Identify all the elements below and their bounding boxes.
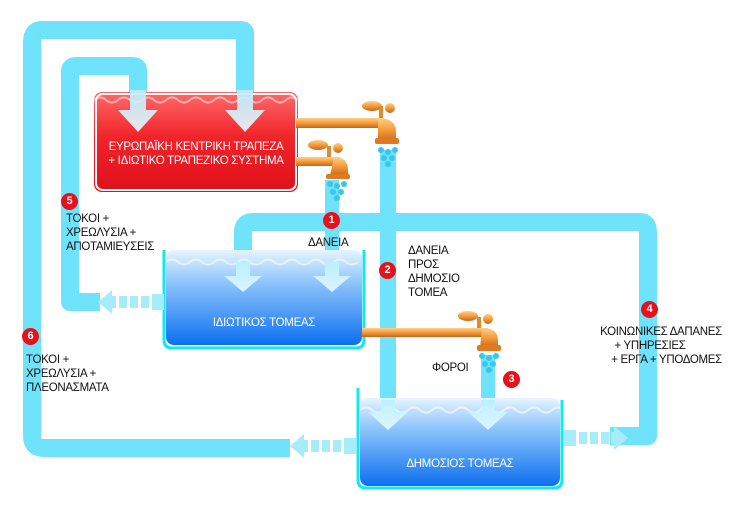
arrow-out-private-left — [98, 290, 164, 314]
central-bank-label: ΕΥΡΩΠΑΪΚΗ ΚΕΝΤΡΙΚΗ ΤΡΑΠΕΖΑ + ΙΔΙΩΤΙΚΟ ΤΡ… — [96, 140, 296, 168]
flow-1-badge: 1 — [323, 212, 340, 229]
faucet-taxes — [362, 311, 501, 373]
flow-4-label: ΚΟΙΝΩΝΙΚΕΣ ΔΑΠΑΝΕΣ + ΥΠΗΡΕΣΙΕΣ + ΕΡΓΑ + … — [570, 325, 722, 367]
central-bank-label-line1: ΕΥΡΩΠΑΪΚΗ ΚΕΝΤΡΙΚΗ ΤΡΑΠΕΖΑ — [108, 141, 284, 153]
arrow-into-central-bank-right — [225, 90, 265, 132]
flow-2-line: ΔΗΜΟΣΙΟ — [408, 273, 460, 285]
arrow-out-public-right — [564, 426, 628, 450]
flow-4-line: + ΥΠΗΡΕΣΙΕΣ — [614, 340, 686, 352]
flow-2-line: ΔΑΝΕΙΑ — [408, 245, 449, 257]
flow-2-badge: 2 — [379, 262, 396, 279]
pipe-loop-public-private — [234, 213, 657, 445]
flow-2-label: ΔΑΝΕΙΑ ΠΡΟΣ ΔΗΜΟΣΙΟ ΤΟΜΕΑ — [408, 244, 460, 300]
arrow-into-public-right — [468, 400, 508, 430]
flow-5-label: ΤΟΚΟΙ + ΧΡΕΩΛΥΣΙΑ + ΑΠΟΤΑΜΙΕΥΣΕΙΣ — [66, 212, 154, 254]
flow-5-line: ΤΟΚΟΙ + — [66, 213, 110, 225]
arrow-into-private-left — [224, 262, 262, 292]
public-sector-label: ΔΗΜΟΣΙΟΣ ΤΟΜΕΑΣ — [406, 458, 514, 470]
flow-4-line: + ΕΡΓΑ + ΥΠΟΔΟΜΕΣ — [611, 354, 722, 366]
arrow-out-public-left — [290, 434, 356, 458]
flow-6-label: ΤΟΚΟΙ + ΧΡΕΩΛΥΣΙΑ + ΠΛΕΟΝΑΣΜΑΤΑ — [26, 353, 109, 395]
private-sector-label: ΙΔΙΩΤΙΚΟΣ ΤΟΜΕΑΣ — [212, 317, 316, 329]
faucet-loans-to-private — [296, 140, 350, 201]
flow-5-line: ΑΠΟΤΑΜΙΕΥΣΕΙΣ — [66, 241, 155, 253]
flow-4-badge: 4 — [641, 301, 658, 318]
pipe-outer-top — [23, 21, 290, 457]
flow-1-line: ΔΑΝΕΙΑ — [308, 237, 349, 249]
flow-5-badge: 5 — [61, 193, 78, 210]
flow-1-label: ΔΑΝΕΙΑ — [308, 236, 349, 250]
pipe-loans-to-public — [380, 150, 396, 412]
flow-4-line: ΚΟΙΝΩΝΙΚΕΣ ΔΑΠΑΝΕΣ — [600, 326, 722, 338]
flow-3-line: ΦΟΡΟΙ — [432, 362, 469, 374]
central-bank-label-line2: + ΙΔΙΩΤΙΚΟ ΤΡΑΠΕΖΙΚΟ ΣΥΣΤΗΜΑ — [108, 155, 284, 167]
public-sector-tank — [356, 388, 565, 490]
arrow-into-private-right — [313, 262, 351, 292]
flow-2-line: ΤΟΜΕΑ — [408, 287, 448, 299]
arrow-into-public-left — [368, 400, 408, 430]
pipe-inner-top — [61, 57, 147, 311]
flow-3-badge: 3 — [503, 371, 520, 388]
faucet-loans-to-public — [296, 101, 399, 167]
flow-5-line: ΧΡΕΩΛΥΣΙΑ + — [66, 227, 137, 239]
flow-6-line: ΤΟΚΟΙ + — [26, 354, 70, 366]
flow-6-badge: 6 — [22, 328, 39, 345]
flow-6-line: ΧΡΕΩΛΥΣΙΑ + — [26, 368, 97, 380]
flow-2-line: ΠΡΟΣ — [408, 259, 439, 271]
arrow-into-central-bank-left — [118, 90, 158, 132]
flow-6-line: ΠΛΕΟΝΑΣΜΑΤΑ — [26, 382, 109, 394]
flow-3-label: ΦΟΡΟΙ — [432, 361, 469, 375]
